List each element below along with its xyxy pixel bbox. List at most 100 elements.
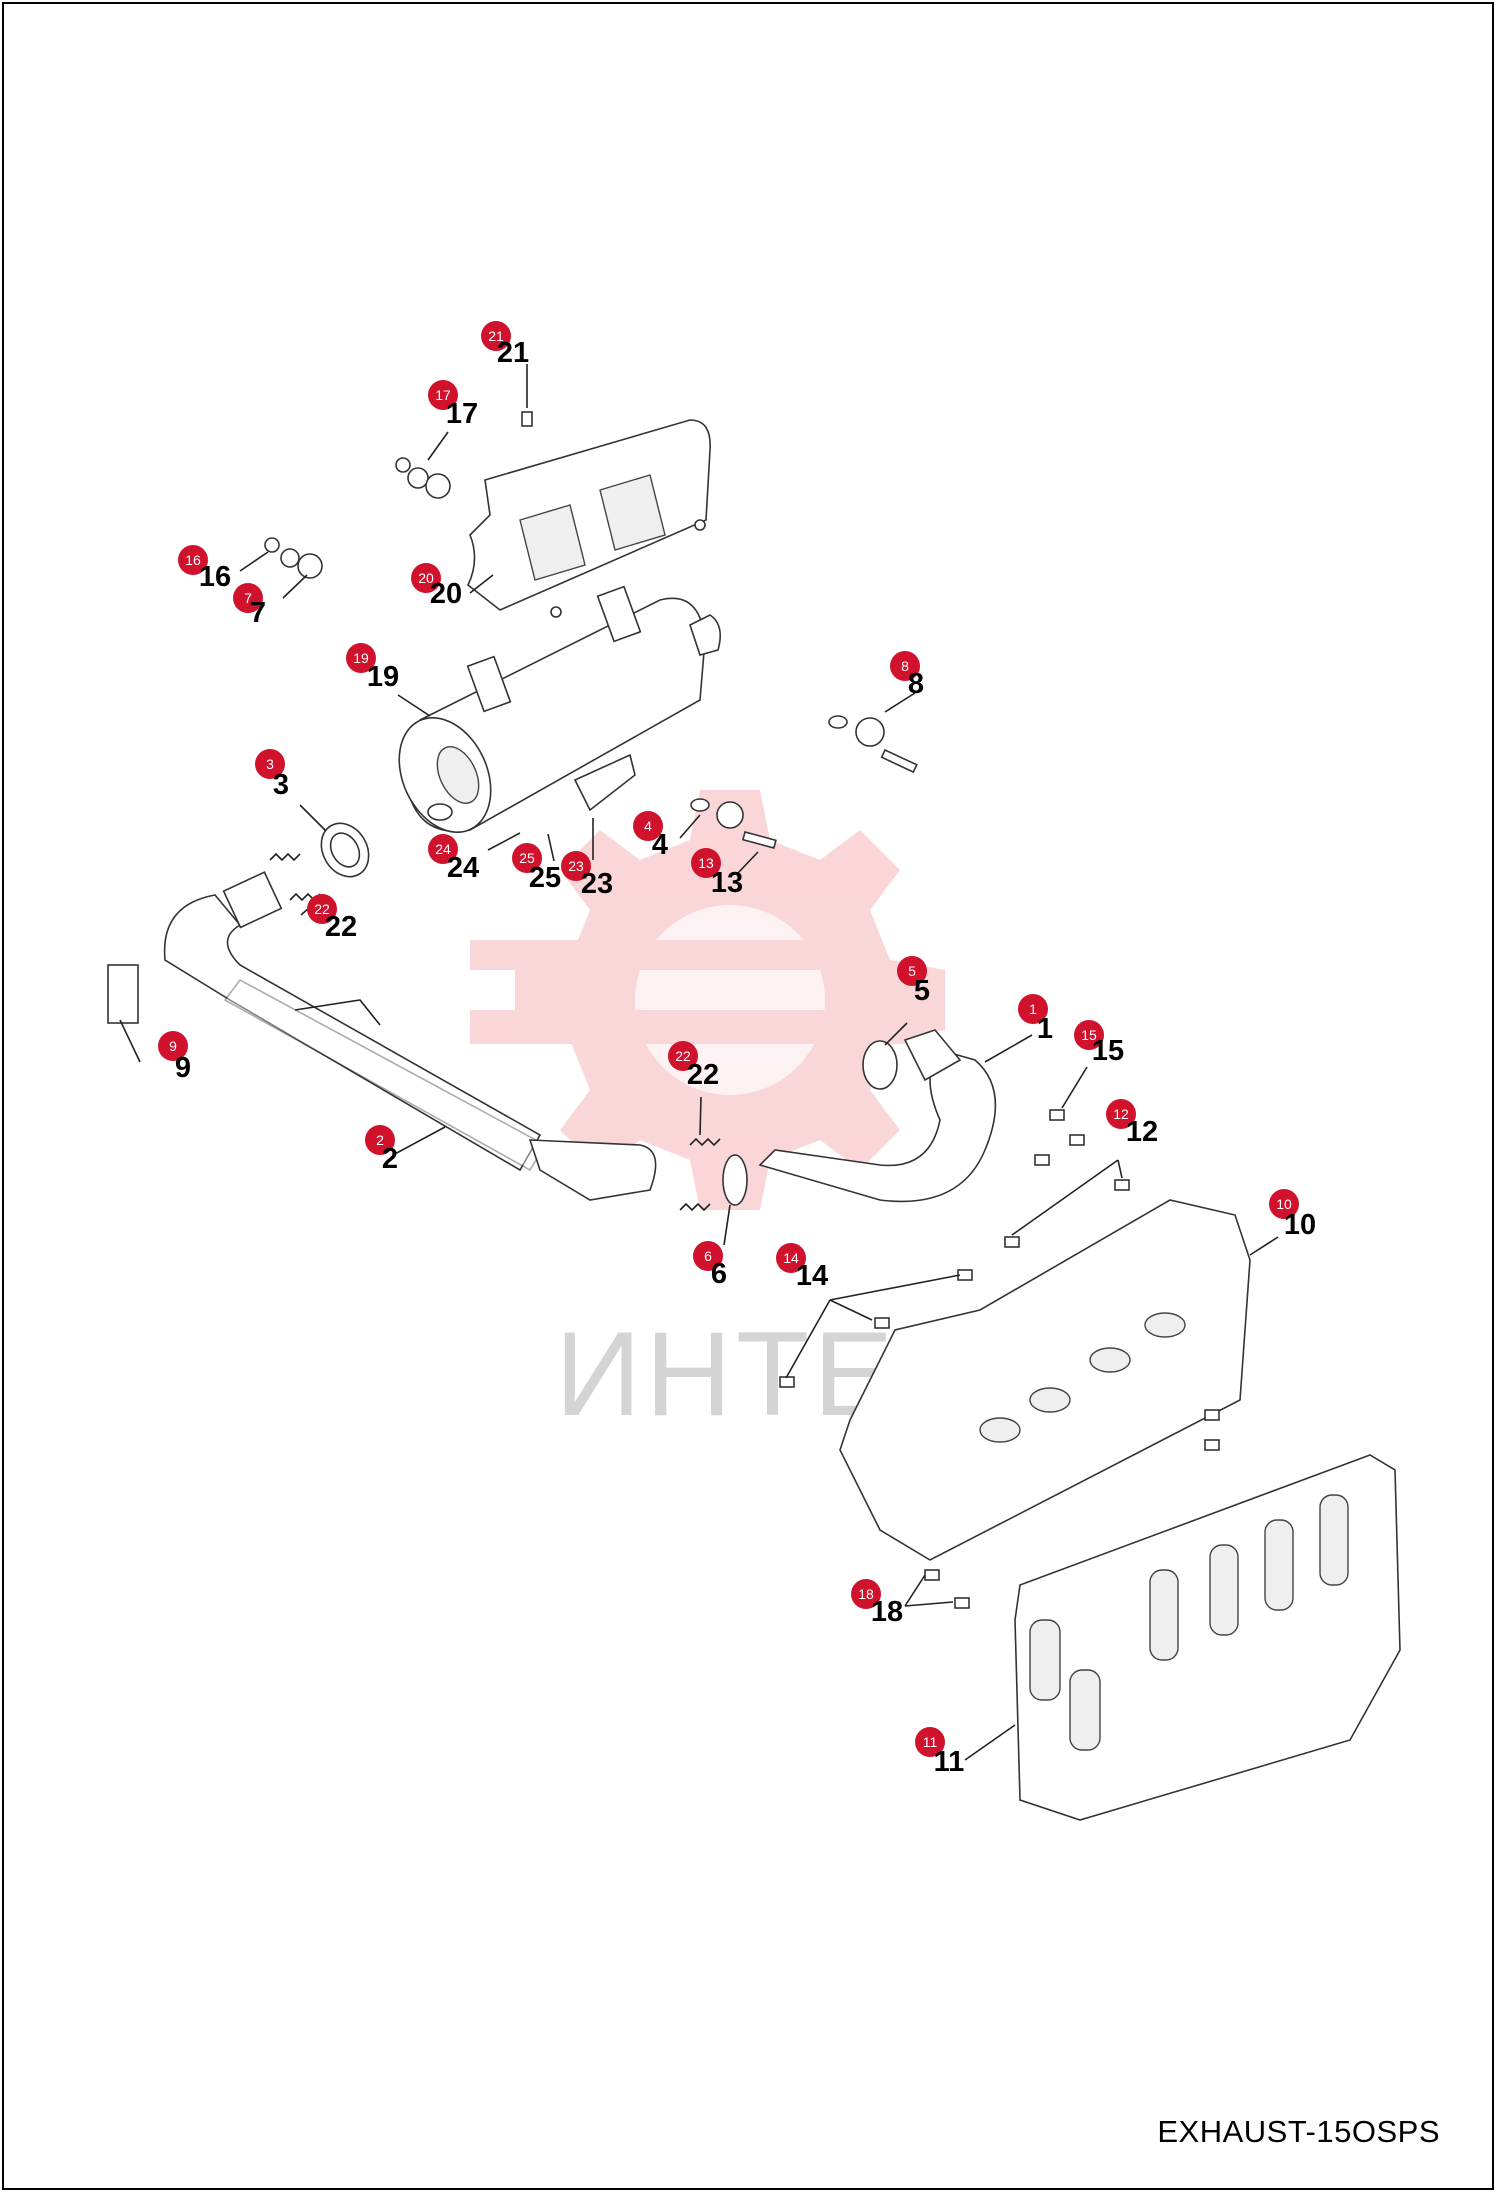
callout-bubble-text: 3	[266, 756, 274, 772]
part-label: 10	[1284, 1209, 1316, 1241]
part-label: 9	[175, 1052, 191, 1084]
callout-bubble	[307, 894, 337, 924]
callout-5: 55	[897, 956, 930, 1007]
callout-bubble	[158, 1031, 188, 1061]
callout-bubble	[915, 1727, 945, 1757]
part-label: 8	[908, 668, 924, 700]
bolt-21	[521, 411, 533, 427]
bolts-15-12-14	[779, 1109, 1130, 1388]
part-label: 14	[796, 1260, 828, 1292]
callout-bubble	[691, 848, 721, 878]
callout-bubble-text: 5	[908, 963, 916, 979]
callout-bubble	[428, 834, 458, 864]
callout-bubble-text: 15	[1081, 1027, 1097, 1043]
part-label: 6	[711, 1258, 727, 1290]
callout-3: 33	[255, 749, 289, 801]
part-label: 4	[652, 829, 668, 861]
gasket-5	[862, 1040, 898, 1090]
callout-bubble	[255, 749, 285, 779]
callout-bubble	[346, 643, 376, 673]
tail-pipe	[107, 871, 657, 1201]
part-label: 25	[529, 862, 561, 894]
part-label: 16	[199, 561, 231, 593]
mounting-parts-4-13	[690, 798, 777, 849]
callout-bubble-text: 4	[644, 818, 652, 834]
callout-2: 22	[365, 1125, 398, 1175]
callout-bubble-text: 24	[435, 841, 451, 857]
callout-bubble-text: 8	[901, 658, 909, 674]
clamp-23	[573, 753, 636, 812]
callout-bubble	[1018, 994, 1048, 1024]
part-label: 18	[871, 1596, 903, 1628]
heat-shield-lower-11	[924, 1454, 1401, 1821]
callout-bubble-text: 6	[704, 1248, 712, 1264]
callout-bubble	[633, 811, 663, 841]
part-label: 23	[581, 868, 613, 900]
diagram-code: EXHAUST-15OSPS	[1157, 2114, 1440, 2149]
callout-bubble	[776, 1243, 806, 1273]
heat-shield-lower-10	[839, 1199, 1251, 1561]
callout-bubble-text: 11	[923, 1734, 938, 1750]
part-label: 20	[430, 578, 462, 610]
callout-bubble-text: 19	[353, 650, 369, 666]
callout-bubble-text: 10	[1276, 1196, 1292, 1212]
muffler	[398, 585, 721, 834]
callout-1: 11	[1018, 994, 1053, 1045]
part-label: 11	[934, 1746, 965, 1778]
callout-bubble-text: 16	[185, 552, 201, 568]
callout-8: 88	[890, 651, 924, 700]
part-label: 3	[273, 769, 289, 801]
callout-bubble-text: 21	[488, 328, 504, 344]
callout-bubble	[897, 956, 927, 986]
callout-bubble-text: 23	[568, 858, 584, 874]
part-label: 7	[250, 597, 266, 629]
washer-set-17	[395, 457, 451, 499]
callout-bubble-text: 14	[783, 1250, 799, 1266]
part-label: 2	[382, 1143, 398, 1175]
heat-shield-upper	[467, 419, 711, 618]
callout-bubble	[233, 583, 263, 613]
callout-bubble	[561, 851, 591, 881]
part-label: 22	[325, 911, 357, 943]
callout-bubble	[512, 843, 542, 873]
callout-4: 44	[633, 811, 668, 861]
washer-set-16-7	[264, 537, 323, 579]
header-pipe	[758, 1029, 997, 1203]
callout-bubble-text: 1	[1029, 1001, 1037, 1017]
part-label: 15	[1092, 1035, 1124, 1067]
callout-bubble	[178, 545, 208, 575]
callout-bubble	[890, 651, 920, 681]
callout-bubble-text: 12	[1113, 1106, 1129, 1122]
callout-bubble	[693, 1241, 723, 1271]
part-label: 13	[711, 867, 743, 899]
callout-bubble	[1269, 1189, 1299, 1219]
part-label: 21	[497, 337, 529, 369]
callout-bubble	[668, 1041, 698, 1071]
leader-lines	[119, 364, 1279, 1761]
gasket-3	[320, 822, 370, 878]
gasket-6	[722, 1154, 748, 1206]
callout-bubble-text: 17	[435, 387, 451, 403]
callout-bubble	[411, 563, 441, 593]
callout-bubble-text: 20	[418, 570, 434, 586]
part-label: 24	[447, 852, 479, 884]
part-label: 17	[446, 398, 478, 430]
callout-bubble	[1106, 1099, 1136, 1129]
